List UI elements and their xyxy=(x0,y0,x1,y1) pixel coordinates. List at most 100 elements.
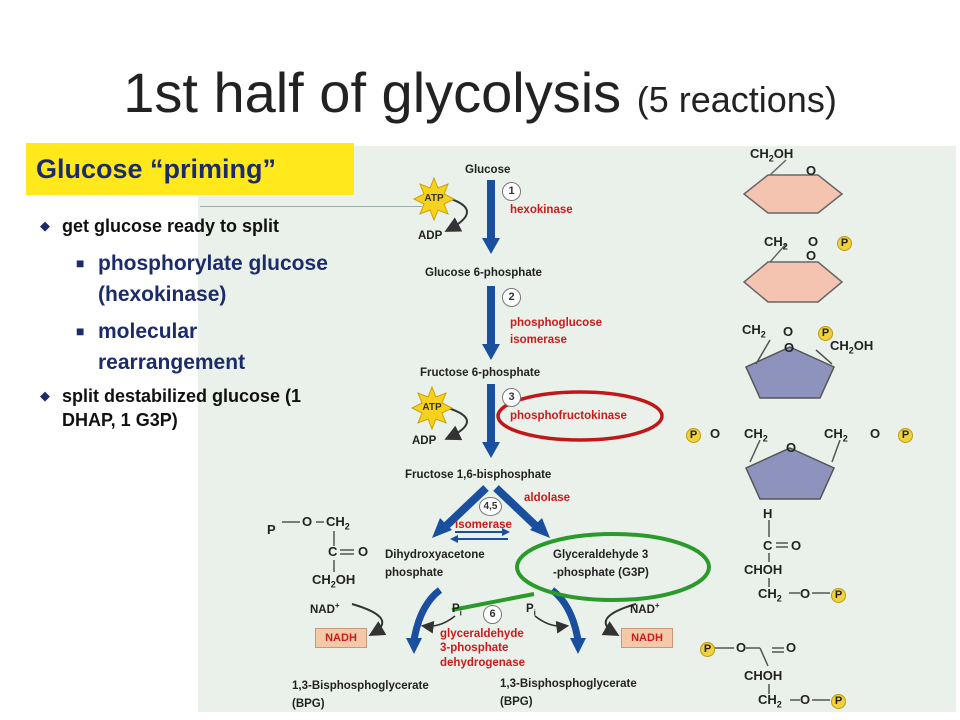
bpg-structure-bonds xyxy=(713,647,830,701)
f16bp-phosphate-right-icon: P xyxy=(898,428,913,443)
f6p-ring-oxygen: O xyxy=(784,340,795,355)
pi-curve-right xyxy=(534,615,570,634)
atp-adp-curve-3 xyxy=(444,407,468,441)
pi-label-left: Pi xyxy=(452,603,462,618)
banner-guide-line xyxy=(200,206,422,207)
g6p-oxygen-link: O xyxy=(808,234,819,249)
step-4-5-number: 4,5 xyxy=(479,497,502,516)
square-bullet-icon: ■ xyxy=(76,255,85,271)
enzyme-aldolase: aldolase xyxy=(524,492,571,504)
sub-bullet-1: ■ phosphorylate glucose (hexokinase) xyxy=(40,248,340,310)
f6p-ring-icon xyxy=(745,346,835,399)
step-3-number: 3 xyxy=(502,388,521,407)
dhap-phosphate: P xyxy=(267,522,276,537)
atp-adp-curve-1 xyxy=(444,197,468,232)
enzyme-g3p-dehydrogenase-line-3: dehydrogenase xyxy=(440,657,525,669)
step-2-number: 2 xyxy=(502,288,521,307)
g3p-carbonyl-oxygen: O xyxy=(791,538,802,553)
enzyme-g3p-dehydrogenase-line-2: 3-phosphate xyxy=(440,642,509,654)
nad-nadh-curve-right xyxy=(601,603,637,636)
bullet-2-text: split destabilized glucose (1 DHAP, 1 G3… xyxy=(62,386,302,430)
square-bullet-icon: ■ xyxy=(76,323,85,339)
glucose-ring-icon xyxy=(742,174,844,214)
step-3-arrow xyxy=(482,384,500,458)
label-g3p-line-2: -phosphate (G3P) xyxy=(553,567,649,579)
label-bpg-right-line-1: 1,3-Bisphosphoglycerate xyxy=(500,678,637,690)
atp-star-1-icon xyxy=(412,176,456,222)
adp-label-3: ADP xyxy=(412,435,437,447)
bpg-choh: CHOH xyxy=(744,668,783,683)
pfk-highlight-ring xyxy=(496,390,664,442)
pi-curve-left xyxy=(420,615,456,634)
sub-bullet-1-text: phosphorylate glucose (hexokinase) xyxy=(98,252,328,306)
f16bp-phosphate-left-icon: P xyxy=(686,428,701,443)
g3p-highlight-ring xyxy=(515,532,711,602)
g6p-ch2: CH2 xyxy=(764,234,788,252)
dhap-ch2oh: CH2OH xyxy=(312,572,356,590)
dhap-carbon: C xyxy=(328,544,338,559)
diamond-bullet-icon: ◆ xyxy=(40,388,50,403)
pathway-panel xyxy=(198,146,956,712)
atp-star-3-icon xyxy=(410,385,454,431)
label-bpg-left-line-2: (BPG) xyxy=(292,698,325,710)
label-g3p-line-1: Glyceraldehyde 3 xyxy=(553,549,649,561)
bpg-ch2: CH2 xyxy=(758,692,782,710)
label-fructose-1-6-bisphosphate: Fructose 1,6-bisphosphate xyxy=(405,469,552,481)
label-glucose: Glucose xyxy=(465,164,511,176)
g3p-structure-bonds xyxy=(768,520,830,594)
slide-title-sub: (5 reactions) xyxy=(636,79,837,120)
g3p-hydrogen: H xyxy=(763,506,773,521)
slide-title: 1st half of glycolysis (5 reactions) xyxy=(0,58,960,135)
bullet-2: ◆ split destabilized glucose (1 DHAP, 1 … xyxy=(40,384,340,432)
bullet-list: ◆ get glucose ready to split ■ phosphory… xyxy=(40,214,340,442)
f6p-oxygen-link: O xyxy=(783,324,794,339)
nad-nadh-curve-left xyxy=(351,603,387,636)
nad-label-left: NAD+ xyxy=(310,601,340,616)
bpg-oxygen-link-top: O xyxy=(736,640,747,655)
f6p-phosphate-icon: P xyxy=(818,326,833,341)
atp-label-1: ATP xyxy=(424,193,444,204)
g3p-phosphate-icon: P xyxy=(831,588,846,603)
f16bp-ch2-left: CH2 xyxy=(744,426,768,444)
bpg-carbonyl-oxygen: O xyxy=(786,640,797,655)
dhap-oxygen: O xyxy=(302,514,313,529)
f16bp-oxygen-right: O xyxy=(870,426,881,441)
f6p-ch2oh: CH2OH xyxy=(830,338,874,356)
step-6-number: 6 xyxy=(483,605,502,624)
atp-label-3: ATP xyxy=(422,402,442,413)
step-1-number: 1 xyxy=(502,182,521,201)
label-glucose-6-phosphate: Glucose 6-phosphate xyxy=(425,267,542,279)
dhap-carbonyl-oxygen: O xyxy=(358,544,369,559)
g3p-ring-leader xyxy=(451,592,535,612)
f16bp-oxygen-left: O xyxy=(710,426,721,441)
label-bpg-left-line-1: 1,3-Bisphosphoglycerate xyxy=(292,680,429,692)
split-arrow-left xyxy=(432,485,489,538)
sub-bullet-2-text: molecular rearrangement xyxy=(98,320,246,374)
enzyme-phosphoglucose: phosphoglucose xyxy=(510,317,602,329)
g3p-oxygen-link: O xyxy=(800,586,811,601)
bullet-1-text: get glucose ready to split xyxy=(62,216,280,236)
bpg-phosphate-top-icon: P xyxy=(700,642,715,657)
nadh-badge-left: NADH xyxy=(315,628,367,648)
slide-title-main: 1st half of glycolysis xyxy=(123,61,622,124)
enzyme-isomerase-1: isomerase xyxy=(510,334,567,346)
nadh-badge-right: NADH xyxy=(621,628,673,648)
enzyme-g3p-dehydrogenase-line-1: glyceraldehyde xyxy=(440,628,524,640)
glucose-ch2oh: CH2OH xyxy=(750,146,794,164)
label-dhap-line-2: phosphate xyxy=(385,567,444,579)
label-dhap-line-1: Dihydroxyacetone xyxy=(385,549,485,561)
label-bpg-right-line-2: (BPG) xyxy=(500,696,533,708)
g6p-ring-icon xyxy=(742,261,844,303)
f16bp-ring-icon xyxy=(745,447,835,500)
f16bp-ring-oxygen: O xyxy=(786,440,797,455)
bullet-1: ◆ get glucose ready to split xyxy=(40,214,340,238)
isomerase-equilibrium-arrows xyxy=(450,528,510,543)
pi-label-right: Pi xyxy=(526,603,536,618)
bpg-oxygen-link-bottom: O xyxy=(800,692,811,707)
g3p-ch2: CH2 xyxy=(758,586,782,604)
adp-label-1: ADP xyxy=(418,230,443,242)
g3p-carbon: C xyxy=(763,538,773,553)
f16bp-ch2-right: CH2 xyxy=(824,426,848,444)
dhap-structure-bonds xyxy=(282,521,354,572)
